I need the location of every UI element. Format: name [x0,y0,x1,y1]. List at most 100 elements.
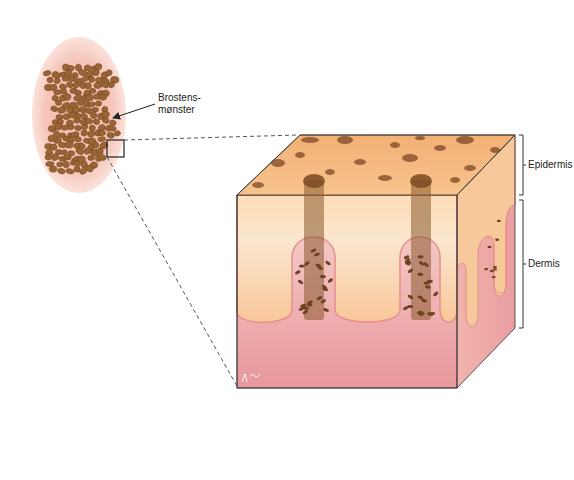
nevus-cell [314,252,321,257]
nevus-cell [299,264,305,267]
melanocyte [252,182,264,188]
nevus-column [304,180,324,320]
cobblestone [73,135,82,143]
melanocyte [354,159,366,165]
nevus-cell [424,281,430,284]
nevus-cell [320,298,327,304]
nevus-cell [417,310,424,315]
nevus-cell [417,255,423,259]
nevus-nest [410,174,432,188]
cobblestone-cluster [43,63,121,175]
zoom-line [124,135,298,140]
cobblestone [89,111,97,119]
cobblestone [50,144,58,151]
nevus-cell [493,268,497,270]
cobblestone [92,141,100,150]
melanocyte [325,169,335,175]
cobblestone [56,162,63,167]
nevus-cell [316,295,323,301]
nevus-cell [294,270,301,276]
cobblestone [45,154,52,161]
cobblestone [92,69,100,76]
nevus-cell [417,295,424,300]
nevus-cells [294,220,501,317]
cobblestone [74,125,82,131]
cube-edge [457,135,515,195]
cobblestone [81,124,88,130]
zoom-line [107,157,237,386]
text-label: Epidermis [528,159,572,171]
nevus-cell [297,279,304,285]
melanocyte [434,145,446,151]
nevus-cell [493,266,497,268]
cobblestone [49,165,58,173]
nevus-cell [490,270,494,272]
leader-arrow [113,104,155,118]
nevus-cell [407,294,414,300]
nevus-cell [432,291,439,297]
cobblestone [92,118,100,126]
cobblestone [102,117,110,124]
nevus-cell [403,254,410,259]
melanocyte-spots [252,136,500,188]
cobblestone [107,81,115,88]
cobblestone [80,129,88,137]
nevus-cell [492,276,496,278]
cobblestone [50,105,58,112]
melanocyte [337,136,353,144]
nevus-cell [423,262,430,268]
cobblestone [97,153,106,161]
cobblestone [74,166,81,172]
cobblestone [65,168,74,175]
cobblestone [88,155,95,161]
cobblestone [50,153,60,162]
nevus-cell [497,220,501,222]
cobblestone [63,93,71,101]
cobblestone [75,147,85,156]
cobblestone [114,130,121,137]
melanocyte [378,175,392,181]
cobblestone [43,70,52,77]
nevus-cell [327,277,334,283]
cube-outline [237,135,515,388]
dermis-bracket [519,200,526,328]
melanocyte [415,136,425,140]
cobblestone [94,63,102,70]
cobblestone [67,124,75,131]
skin-oval [32,37,126,193]
cobblestone [88,76,94,82]
cobblestone [97,136,105,142]
cobblestone [74,118,80,123]
melanocyte [456,136,474,144]
melanocyte [301,137,319,143]
cobblestone [101,111,110,119]
nevus-cell [407,268,414,274]
cobblestone [87,101,96,108]
cobblestone [87,130,96,139]
cobblestone [72,81,81,88]
cobblestone [98,130,106,136]
melanocyte [450,177,460,183]
cube-edge [457,195,458,388]
text-label: Dermis [528,258,572,270]
cobblestone [94,82,103,89]
nevus-cell [402,305,409,311]
cobblestone [85,164,94,173]
cobblestone [55,100,62,106]
side-ridge [494,212,510,293]
melanocyte [402,154,418,162]
text-label: Brostens- mønster [158,92,216,116]
cobblestone [84,117,93,124]
nevus-cell [325,260,332,266]
nevus-cell [302,309,309,315]
cobblestone [108,125,117,132]
melanocyte [464,165,476,171]
cobblestone [84,65,91,72]
nevus-cell [315,263,322,268]
nevus-cell [300,303,307,308]
melanocyte [295,152,305,158]
nevus-column [411,180,431,320]
cobblestone [63,154,72,161]
nevus-cell [424,285,431,290]
